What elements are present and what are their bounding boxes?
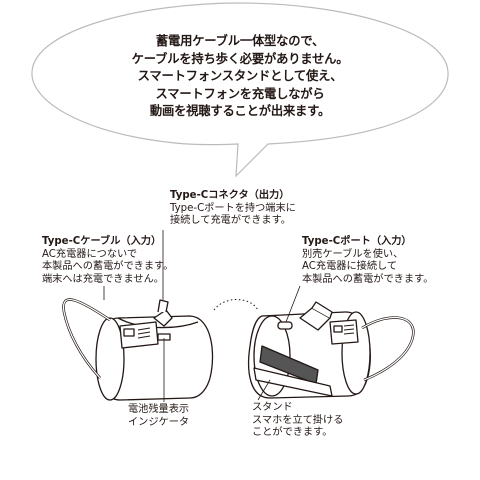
stand-callout: スタンド スマホを立て掛ける ことができます。 [252,402,343,440]
stand-line: スマホを立て掛ける [252,414,344,426]
bubble-line: スマートフォンを充電しながら [155,86,325,101]
connector-callout: Type-Cコネクタ（出力） Type-Cポートを持つ端末に 接続して充電ができ… [170,190,296,228]
stand-line: スタンド [252,402,293,413]
connection-arc [213,299,259,311]
right-power-bank [247,301,415,399]
port-line: 本製品への蓄電ができます。 [302,273,434,285]
bubble-line: 蓄電用ケーブル一体型なので、 [155,34,325,48]
bubble-line: スマートフォンスタンドとして使え、 [137,69,343,83]
port-line: AC充電器に接続して [302,261,398,273]
leader-lines [103,230,301,402]
cable-line: 本製品への蓄電ができます。 [42,261,174,273]
bubble-message: 蓄電用ケーブル一体型なので、 ケーブルを持ち歩く必要がありません。 スマートフォ… [95,33,385,121]
cable-line: AC充電器につないで [42,248,138,260]
connector-line: 接続して充電ができます。 [170,215,291,227]
battery-line: インジケータ [128,416,190,428]
port-title: Type-Cポート（入力） [302,236,412,247]
stand-line: ことができます。 [252,427,333,439]
port-line: 別売ケーブルを使い、 [302,248,404,260]
connector-title: Type-Cコネクタ（出力） [170,190,290,201]
port-callout: Type-Cポート（入力） 別売ケーブルを使い、 AC充電器に接続して 本製品へ… [302,236,433,286]
bubble-line: 動画を視聴することが出来ます。 [149,104,331,118]
connector-line: Type-Cポートを持つ端末に [170,202,296,214]
left-power-bank [62,298,214,401]
speech-bubble [31,2,449,178]
battery-indicator-callout: 電池残量表示 インジケータ [128,404,189,429]
cable-callout: Type-Cケーブル（入力） AC充電器につないで 本製品への蓄電ができます。 … [42,236,173,286]
bubble-line: ケーブルを持ち歩く必要がありません。 [131,51,349,66]
cable-line: 端末へは充電できません。 [42,273,164,285]
battery-line: 電池残量表示 [128,404,190,415]
cable-title: Type-Cケーブル（入力） [42,236,162,247]
